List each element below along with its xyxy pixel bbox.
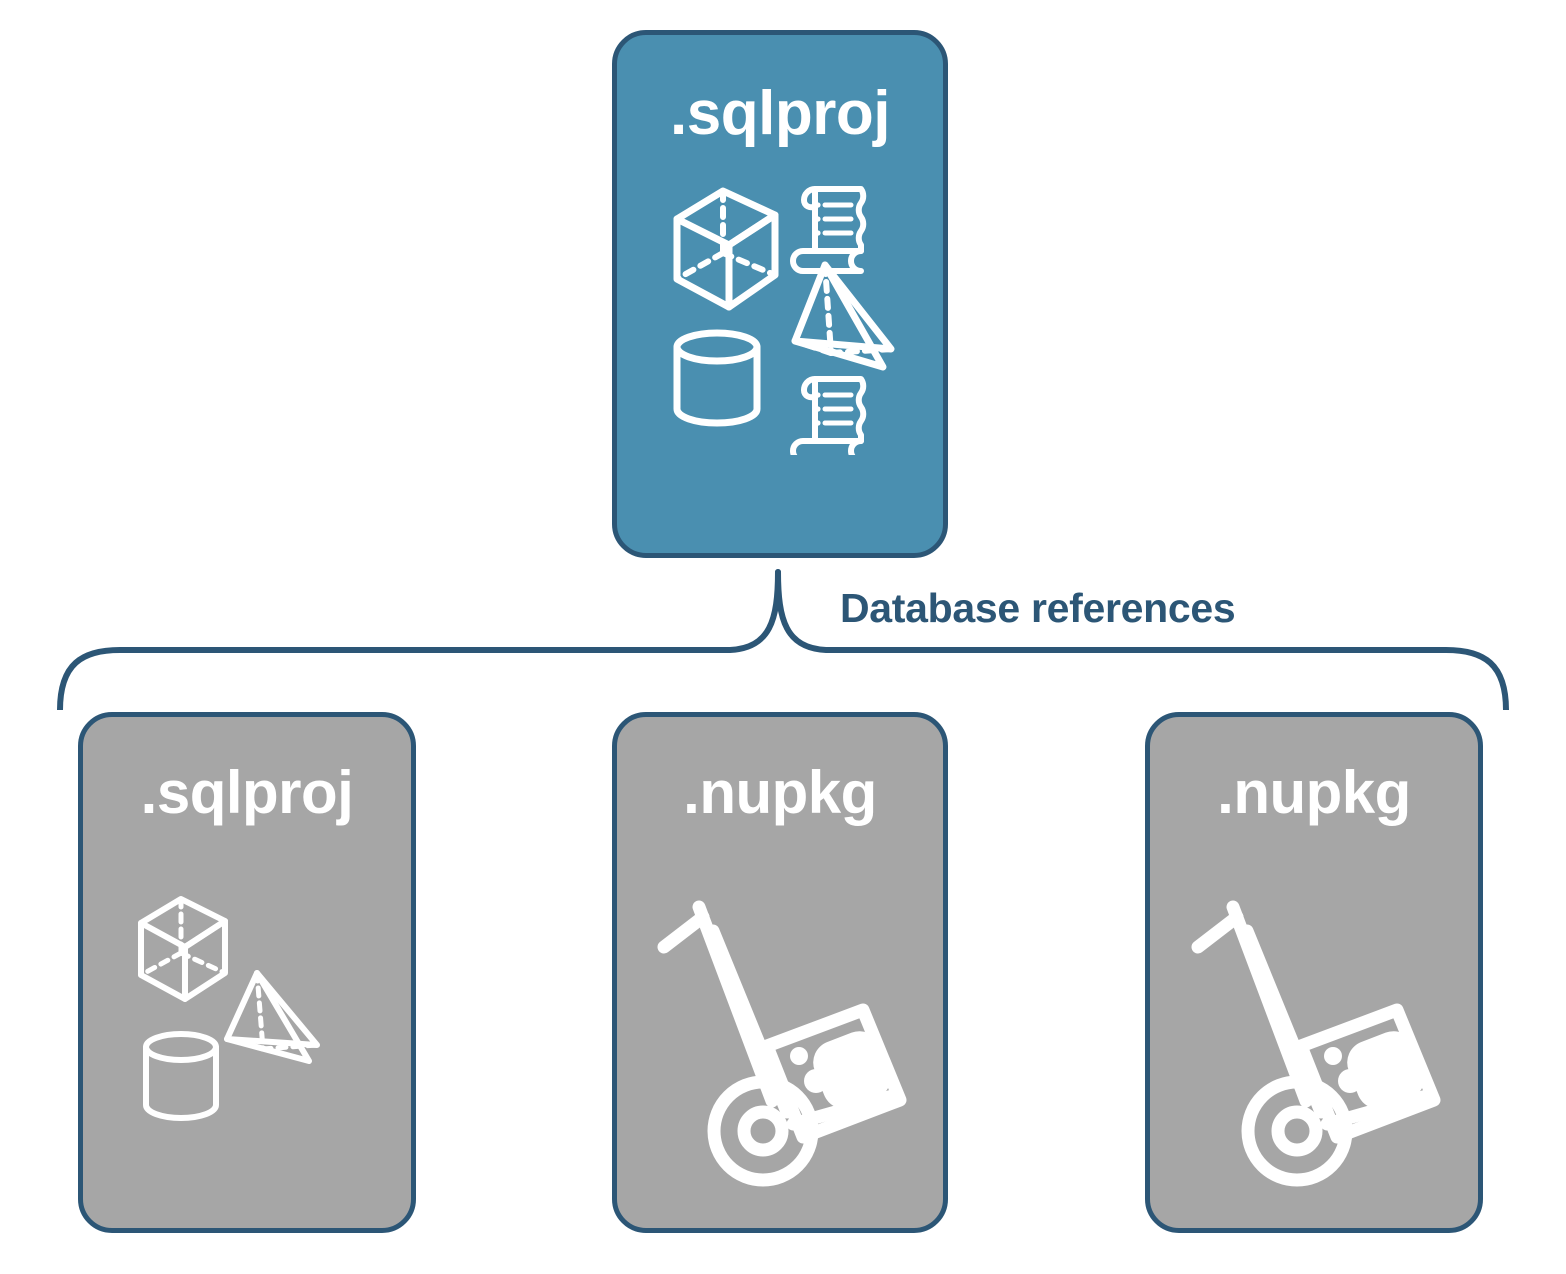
- child-icon-group: [617, 857, 943, 1197]
- child1-icons-svg: [138, 896, 320, 1121]
- node-card-sqlproj-root[interactable]: .sqlproj: [612, 30, 948, 558]
- child3-icons-svg: [1191, 900, 1441, 1187]
- package-dots: [790, 1031, 891, 1109]
- scroll-icon: [790, 376, 867, 464]
- cube-icon: [138, 896, 228, 1002]
- hand-truck-package-icon: [657, 900, 907, 1187]
- node-card-nupkg-1[interactable]: .nupkg: [612, 712, 948, 1233]
- child2-icons-svg: [657, 900, 907, 1187]
- database-references-bracket: [57, 569, 1509, 710]
- node-card-sqlproj-reference[interactable]: .sqlproj: [78, 712, 416, 1233]
- bracket-label: Database references: [840, 585, 1236, 631]
- root-icons-svg: [673, 186, 895, 464]
- node-title: .nupkg: [683, 759, 877, 826]
- node-title: .sqlproj: [140, 759, 354, 826]
- node-card-nupkg-2[interactable]: .nupkg: [1145, 712, 1483, 1233]
- pyramid-icon: [791, 261, 895, 371]
- hand-truck-package-icon: [1191, 900, 1441, 1187]
- node-title: .nupkg: [1217, 759, 1411, 826]
- cylinder-icon: [143, 1031, 219, 1121]
- pyramid-icon: [224, 970, 320, 1064]
- cube-icon: [673, 187, 779, 311]
- child-icon-group: [1150, 857, 1478, 1197]
- node-title: .sqlproj: [670, 79, 890, 148]
- child-icon-group: [83, 857, 411, 1197]
- cylinder-icon: [673, 329, 761, 427]
- root-icon-group: [665, 175, 905, 464]
- package-dots: [1324, 1031, 1425, 1109]
- scroll-icon: [790, 186, 867, 274]
